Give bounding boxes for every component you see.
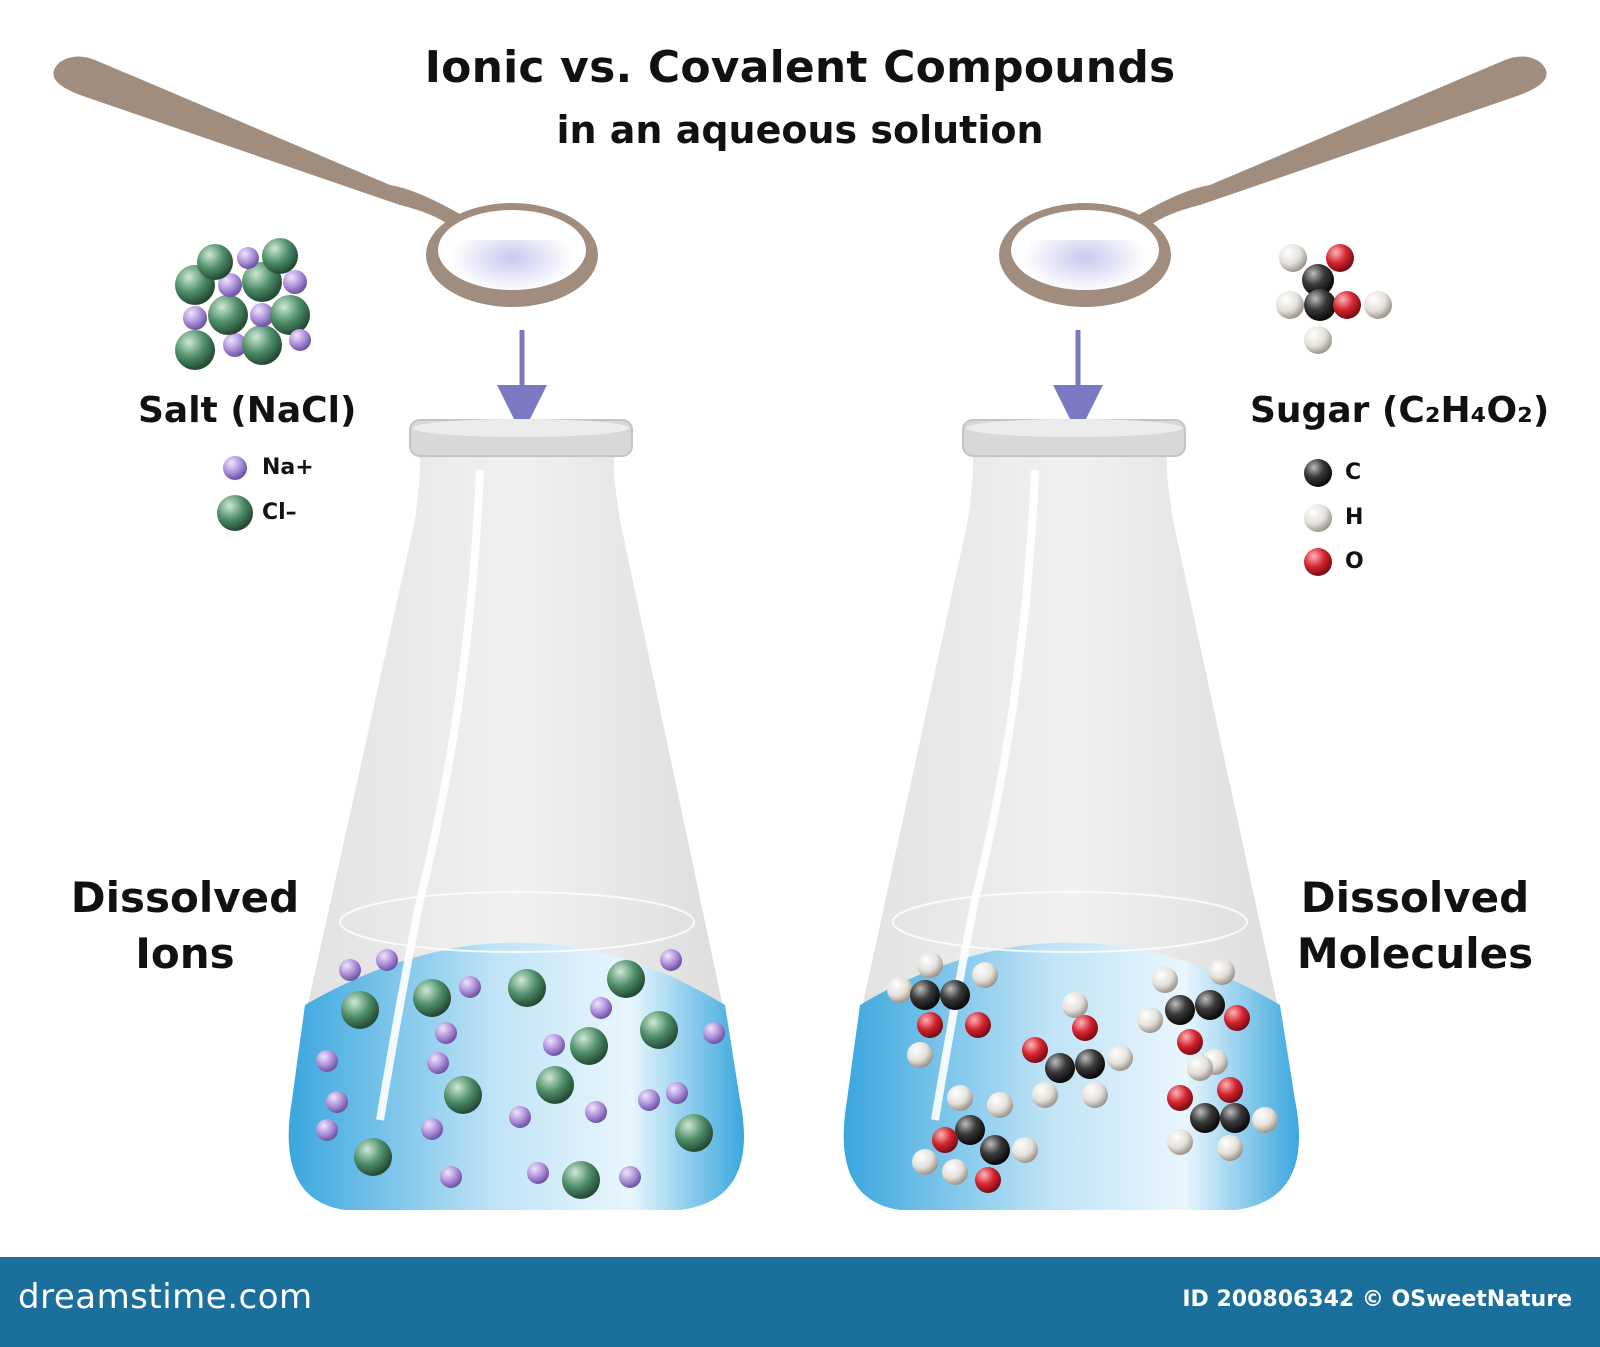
sugar-spoon — [999, 56, 1547, 307]
dissolved-molecules-line1: Dissolved — [1300, 873, 1530, 922]
salt-crystal-icon — [175, 238, 311, 370]
page-title: Ionic vs. Covalent Compounds — [424, 42, 1176, 93]
footer-brand[interactable]: dreamstime.com — [18, 1277, 313, 1317]
sugar-heading: Sugar (C₂H₄O₂) — [1250, 390, 1550, 431]
sugar-molecule-icon — [1276, 244, 1392, 354]
salt-flask — [288, 419, 744, 1210]
c-legend-label: C — [1345, 460, 1362, 485]
o-legend-label: O — [1345, 549, 1364, 574]
dissolved-ions-caption: Dissolved Ions — [35, 870, 335, 982]
na-legend-dot — [223, 456, 247, 480]
footer-credit: ID 200806342 © OSweetNature — [1182, 1287, 1572, 1312]
dissolved-molecules-particles — [887, 952, 1278, 1193]
dissolved-ions-line2: Ions — [135, 929, 235, 978]
cl-legend-label: Cl– — [262, 500, 297, 525]
dissolved-ions-particles — [316, 949, 725, 1199]
h-legend-dot — [1304, 504, 1332, 532]
page-subtitle: in an aqueous solution — [556, 108, 1044, 152]
c-legend-dot — [1304, 459, 1332, 487]
cl-legend-dot — [217, 495, 253, 531]
dissolved-molecules-caption: Dissolved Molecules — [1265, 870, 1565, 982]
footer-bar: dreamstime.com ID 200806342 © OSweetNatu… — [0, 1257, 1600, 1347]
o-legend-dot — [1304, 548, 1332, 576]
salt-spoon — [53, 56, 598, 307]
h-legend-label: H — [1345, 505, 1364, 530]
na-legend-label: Na+ — [262, 455, 314, 480]
dissolved-ions-line1: Dissolved — [70, 873, 300, 922]
dissolved-molecules-line2: Molecules — [1296, 929, 1534, 978]
salt-heading: Salt (NaCl) — [138, 390, 357, 431]
diagram-canvas — [53, 56, 1547, 1210]
